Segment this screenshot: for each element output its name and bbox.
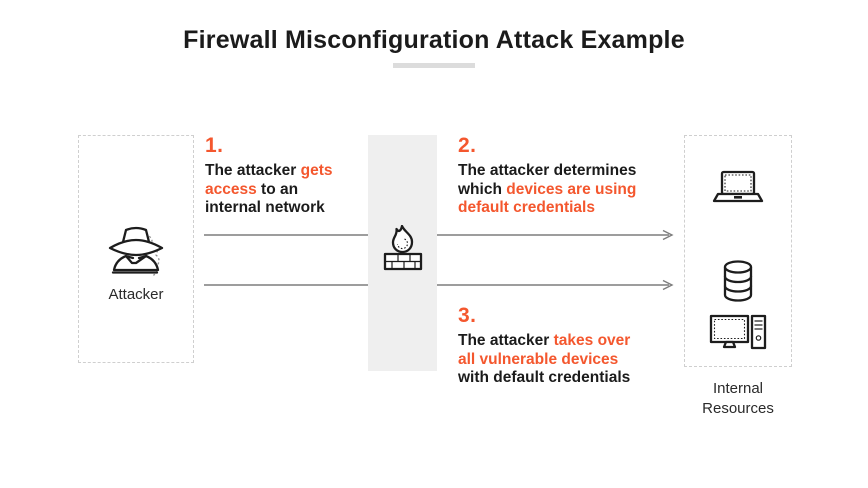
attacker-box: Attacker xyxy=(78,135,194,363)
firewall-icon xyxy=(383,225,422,271)
attacker-spy-icon xyxy=(108,226,164,277)
page-title: Firewall Misconfiguration Attack Example xyxy=(183,26,685,54)
database-icon xyxy=(723,260,753,302)
attack-arrow-top xyxy=(204,229,674,241)
internal-resources-box xyxy=(684,135,792,367)
attack-arrow-bottom xyxy=(204,279,674,291)
firewall-barrier xyxy=(368,135,437,371)
step-1-number: 1. xyxy=(205,134,224,157)
laptop-icon xyxy=(712,170,764,203)
step-3-number: 3. xyxy=(458,304,477,327)
title-underline xyxy=(393,63,475,68)
internal-resources-label: Internal Resources xyxy=(702,380,774,417)
desktop-computer-icon xyxy=(709,314,767,350)
step-2-number: 2. xyxy=(458,134,477,157)
attacker-label: Attacker xyxy=(108,286,164,303)
